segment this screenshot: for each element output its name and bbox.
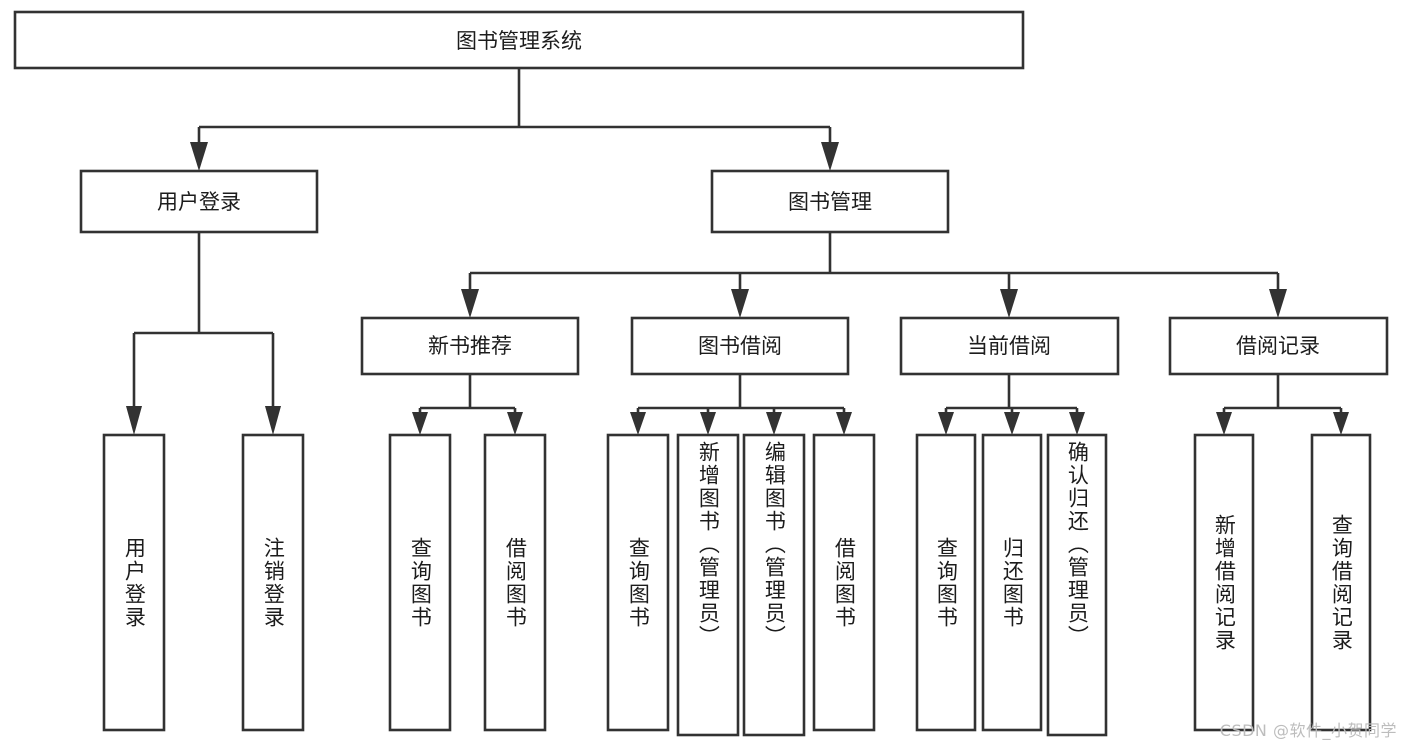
arrow-head-bb-leaf-2	[700, 412, 716, 435]
node-book-management-label: 图书管理	[788, 190, 872, 214]
leaf-box-layer	[102, 433, 1372, 737]
leaf-box-edit-book-admin[interactable]	[742, 433, 806, 737]
node-book-borrow[interactable]: 图书借阅	[630, 316, 850, 376]
node-current-borrow[interactable]: 当前借阅	[899, 316, 1120, 376]
leaf-box-query-borrow-record[interactable]	[1310, 433, 1372, 732]
node-root-box[interactable]	[13, 10, 1025, 70]
connector-layer	[126, 68, 1349, 435]
node-borrow-record[interactable]: 借阅记录	[1168, 316, 1389, 376]
csdn-watermark: CSDN @软件_小贺同学	[1219, 721, 1397, 740]
node-user-login-label: 用户登录	[157, 190, 241, 214]
arrow-head-br-leaf-2	[1333, 412, 1349, 435]
node-user-login-box[interactable]	[79, 169, 319, 234]
arrow-head-br-leaf-1	[1216, 412, 1232, 435]
arrow-head-book-borrow	[731, 289, 749, 318]
arrow-head-cb-leaf-1	[938, 412, 954, 435]
arrow-head-nbr-leaf-1	[412, 412, 428, 435]
node-book-borrow-box[interactable]	[630, 316, 850, 376]
node-current-borrow-box[interactable]	[899, 316, 1120, 376]
arrow-head-bb-leaf-4	[836, 412, 852, 435]
leaf-box-add-borrow-record[interactable]	[1193, 433, 1255, 732]
leaf-box-borrow-book-nbr[interactable]	[483, 433, 547, 732]
arrow-head-cb-leaf-2	[1004, 412, 1020, 435]
node-book-borrow-label: 图书借阅	[698, 334, 782, 358]
node-borrow-record-box[interactable]	[1168, 316, 1389, 376]
node-current-borrow-label: 当前借阅	[967, 334, 1051, 358]
node-root[interactable]: 图书管理系统	[13, 10, 1025, 70]
node-user-login[interactable]: 用户登录	[79, 169, 319, 234]
arrow-head-current-borrow	[1000, 289, 1018, 318]
leaf-box-user-login[interactable]	[102, 433, 166, 732]
arrow-head-bb-leaf-3	[766, 412, 782, 435]
arrow-head-cb-leaf-3	[1069, 412, 1085, 435]
node-book-management[interactable]: 图书管理	[710, 169, 950, 234]
node-new-book-recommend[interactable]: 新书推荐	[360, 316, 580, 376]
arrow-head-borrow-record	[1269, 289, 1287, 318]
leaf-box-borrow-book-bb[interactable]	[812, 433, 876, 732]
leaf-box-return-book[interactable]	[981, 433, 1043, 732]
arrow-head-leaf-user-login	[126, 406, 142, 435]
node-new-book-recommend-box[interactable]	[360, 316, 580, 376]
leaf-box-add-book-admin[interactable]	[676, 433, 740, 737]
node-book-management-box[interactable]	[710, 169, 950, 234]
node-borrow-record-label: 借阅记录	[1236, 334, 1320, 358]
leaf-box-logout[interactable]	[241, 433, 305, 732]
arrow-head-book-mgmt	[821, 142, 839, 171]
arrow-head-nbr-leaf-2	[507, 412, 523, 435]
leaf-box-query-book-nbr[interactable]	[388, 433, 452, 732]
leaf-box-confirm-return-admin[interactable]	[1046, 433, 1108, 737]
arrow-head-user-login	[190, 142, 208, 171]
node-new-book-recommend-label: 新书推荐	[428, 334, 512, 358]
leaf-box-query-book-bb[interactable]	[606, 433, 670, 732]
arrow-head-leaf-logout	[265, 406, 281, 435]
arrow-head-new-book-rec	[461, 289, 479, 318]
leaf-box-query-book-cb[interactable]	[915, 433, 977, 732]
node-root-label: 图书管理系统	[456, 29, 582, 53]
arrow-head-bb-leaf-1	[630, 412, 646, 435]
